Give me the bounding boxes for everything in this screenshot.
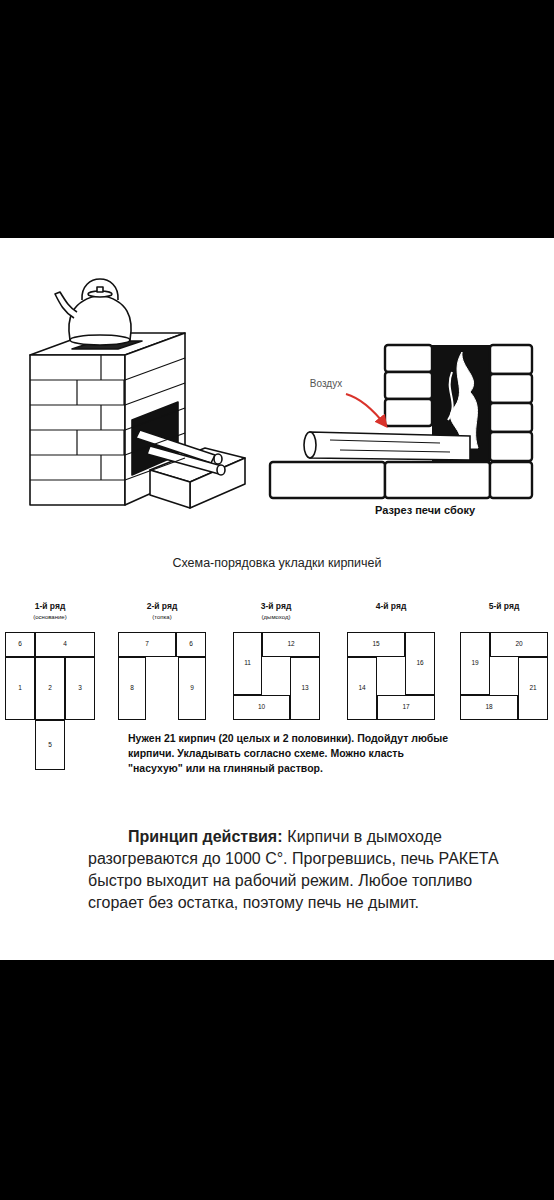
air-label: Воздух <box>296 378 356 391</box>
brick-number: 4 <box>63 641 67 648</box>
brick-number: 6 <box>18 641 22 648</box>
brick-number: 5 <box>48 742 52 749</box>
brick-number: 2 <box>48 685 52 692</box>
brick: 4 <box>35 632 95 657</box>
brick-number: 7 <box>145 641 149 648</box>
brick-number: 1 <box>18 685 22 692</box>
row-heading: 4-й ряд <box>341 601 441 612</box>
brick: 15 <box>347 632 405 657</box>
brick-number: 14 <box>358 685 365 692</box>
brick-number: 20 <box>515 641 522 648</box>
brick-number: 8 <box>130 685 134 692</box>
brick: 3 <box>65 657 95 720</box>
brick-joints <box>30 355 185 480</box>
row-subtitle: (основание) <box>0 614 100 622</box>
brick: 19 <box>460 632 490 695</box>
brick: 14 <box>347 657 377 720</box>
brick-number: 6 <box>189 641 193 648</box>
section-illustration <box>270 345 532 498</box>
brick: 1 <box>5 657 35 720</box>
brick-number: 9 <box>190 685 194 692</box>
brick-number: 12 <box>287 641 294 648</box>
brick: 6 <box>5 632 35 657</box>
brick-number: 15 <box>372 641 379 648</box>
brick-number: 18 <box>485 704 492 711</box>
row-subtitle: (дымоход) <box>226 614 326 622</box>
top-band <box>0 0 554 238</box>
brick-number: 17 <box>402 704 409 711</box>
row-heading: 3-й ряд <box>226 601 326 612</box>
brick: 5 <box>35 720 65 770</box>
note-text: Нужен 21 кирпич (20 целых и 2 половинки)… <box>128 731 458 777</box>
air-arrow <box>346 394 386 426</box>
brick: 2 <box>35 657 65 720</box>
brick: 21 <box>518 657 548 720</box>
brick: 18 <box>460 695 518 720</box>
scheme-title: Схема-порядовка укладки кирпичей <box>0 556 554 572</box>
brick-number: 10 <box>258 704 265 711</box>
page-ground <box>0 238 554 960</box>
brick-number: 3 <box>78 685 82 692</box>
brick: 12 <box>262 632 320 657</box>
stove-illustration <box>30 279 245 508</box>
brick: 13 <box>290 657 320 720</box>
brick: 8 <box>118 657 146 720</box>
brick: 17 <box>377 695 435 720</box>
brick-number: 19 <box>471 660 478 667</box>
brick-number: 16 <box>416 660 423 667</box>
bottom-band <box>0 960 554 1200</box>
brick: 16 <box>405 632 435 695</box>
principle-paragraph: Принцип действия:Кирпичи в дымоходе разо… <box>88 826 528 914</box>
brick: 6 <box>176 632 206 657</box>
section-caption: Разрез печи сбоку <box>340 504 510 518</box>
brick-number: 11 <box>244 660 251 667</box>
row-heading: 5-й ряд <box>454 601 554 612</box>
principle-heading: Принцип действия: <box>128 828 283 845</box>
row-heading: 1-й ряд <box>0 601 100 612</box>
brick-number: 21 <box>529 685 536 692</box>
row-subtitle: (топка) <box>112 614 212 622</box>
row-heading: 2-й ряд <box>112 601 212 612</box>
brick-number: 13 <box>301 685 308 692</box>
brick: 7 <box>118 632 176 657</box>
brick: 10 <box>233 695 290 720</box>
brick: 20 <box>490 632 548 657</box>
brick: 9 <box>178 657 206 720</box>
brick: 11 <box>233 632 262 695</box>
